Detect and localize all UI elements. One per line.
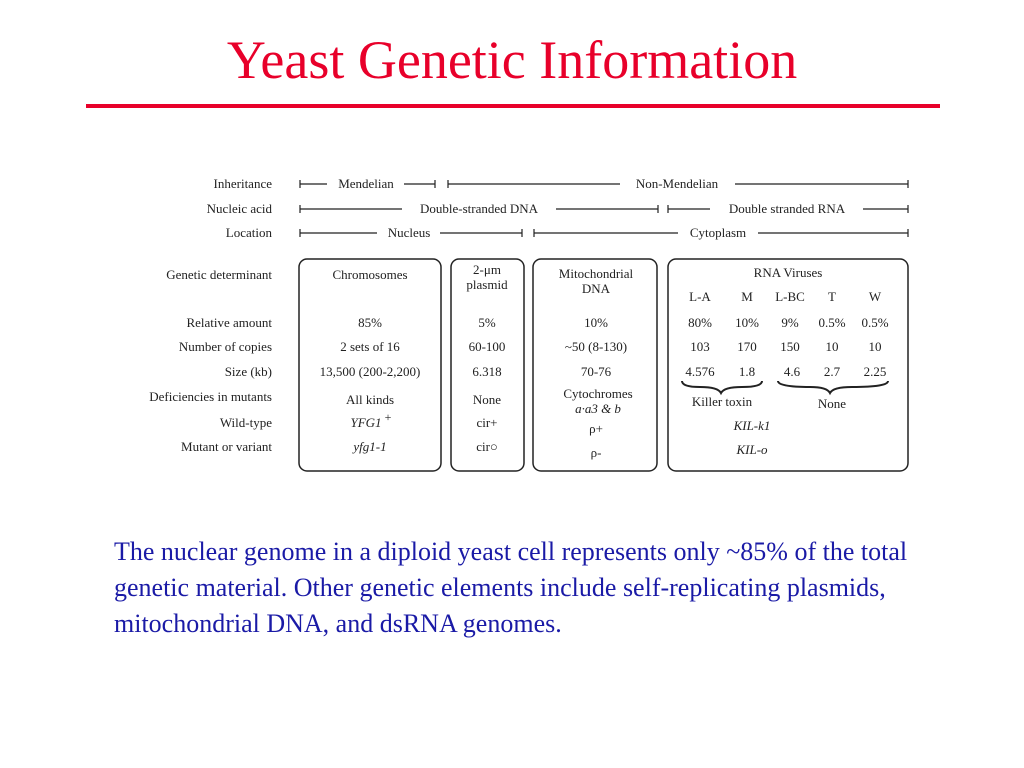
mito-header-line2: DNA [582, 281, 611, 296]
row-label-relative-amount: Relative amount [186, 315, 272, 330]
rna-w-relative-amount: 0.5% [861, 315, 888, 330]
genetic-info-table-figure: Inheritance Nucleic acid Location Geneti… [110, 170, 920, 485]
span-label-double-stranded-dna: Double-stranded DNA [420, 201, 539, 216]
mito-mutant: ρ- [591, 445, 602, 460]
rna-t-relative-amount: 0.5% [818, 315, 845, 330]
title-divider [86, 104, 940, 108]
brace-killer-toxin [681, 380, 763, 396]
plasmid-header-line2: plasmid [466, 277, 508, 292]
rna-col-t: T [828, 289, 836, 304]
rna-col-w: W [869, 289, 882, 304]
plasmid-header-line1: 2-μm [473, 262, 501, 277]
rna-viruses-box [667, 258, 909, 472]
rna-lbc-copies: 150 [780, 339, 800, 354]
mito-deficiencies-line2: a·a3 & b [575, 401, 621, 416]
chromosomes-box [298, 258, 442, 472]
plasmid-box [450, 258, 525, 472]
row-label-deficiencies: Deficiencies in mutants [149, 389, 272, 404]
chromosomes-copies: 2 sets of 16 [340, 339, 400, 354]
brace-none [777, 380, 889, 396]
chromosomes-wild-type: YFG1 [350, 415, 381, 430]
plasmid-copies: 60-100 [469, 339, 506, 354]
mito-copies: ~50 (8-130) [565, 339, 627, 354]
rna-t-size: 2.7 [824, 364, 841, 379]
span-label-non-mendelian: Non-Mendelian [636, 176, 719, 191]
plasmid-relative-amount: 5% [478, 315, 496, 330]
plasmid-deficiencies: None [473, 392, 501, 407]
row-label-inheritance: Inheritance [214, 176, 273, 191]
rna-w-size: 2.25 [864, 364, 887, 379]
rna-lbc-size: 4.6 [784, 364, 801, 379]
body-paragraph: The nuclear genome in a diploid yeast ce… [110, 534, 940, 642]
chromosomes-deficiencies: All kinds [346, 392, 394, 407]
rna-la-relative-amount: 80% [688, 315, 712, 330]
slide-title: Yeast Genetic Information [226, 30, 798, 90]
rna-lbc-relative-amount: 9% [781, 315, 799, 330]
row-label-mutant: Mutant or variant [181, 439, 272, 454]
rna-t-copies: 10 [826, 339, 839, 354]
rna-m-relative-amount: 10% [735, 315, 759, 330]
chromosomes-header: Chromosomes [332, 267, 407, 282]
chromosomes-size: 13,500 (200-2,200) [320, 364, 421, 379]
rna-mutant: KIL-o [735, 442, 768, 457]
rna-header: RNA Viruses [754, 265, 823, 280]
rna-col-la: L-A [689, 289, 711, 304]
row-label-location: Location [226, 225, 273, 240]
rna-deficiencies-none: None [818, 396, 846, 411]
rna-col-m: M [741, 289, 753, 304]
span-label-nucleus: Nucleus [388, 225, 431, 240]
span-label-mendelian: Mendelian [338, 176, 394, 191]
row-label-genetic-determinant: Genetic determinant [166, 267, 272, 282]
mito-deficiencies-line1: Cytochromes [563, 386, 632, 401]
rna-la-copies: 103 [690, 339, 710, 354]
rna-col-lbc: L-BC [775, 289, 805, 304]
rna-m-size: 1.8 [739, 364, 755, 379]
row-label-number-of-copies: Number of copies [179, 339, 272, 354]
rna-w-copies: 10 [869, 339, 882, 354]
chromosomes-relative-amount: 85% [358, 315, 382, 330]
plasmid-size: 6.318 [472, 364, 501, 379]
mito-wild-type: ρ+ [589, 421, 603, 436]
plasmid-mutant: cir○ [476, 439, 498, 454]
mito-relative-amount: 10% [584, 315, 608, 330]
plasmid-wild-type: cir+ [476, 415, 497, 430]
row-label-wild-type: Wild-type [220, 415, 272, 430]
mito-header-line1: Mitochondrial [559, 266, 634, 281]
mitochondrial-box [532, 258, 658, 472]
body-paragraph-text: The nuclear genome in a diploid yeast ce… [114, 537, 908, 638]
chromosomes-wild-type-superscript: + [385, 410, 392, 424]
row-label-nucleic-acid: Nucleic acid [207, 201, 273, 216]
rna-wild-type: KIL-k1 [733, 418, 771, 433]
mito-size: 70-76 [581, 364, 612, 379]
span-label-cytoplasm: Cytoplasm [690, 225, 746, 240]
span-label-double-stranded-rna: Double stranded RNA [729, 201, 846, 216]
rna-deficiencies-killer-toxin: Killer toxin [692, 394, 753, 409]
chromosomes-mutant: yfg1-1 [351, 439, 386, 454]
rna-la-size: 4.576 [685, 364, 715, 379]
row-label-size: Size (kb) [225, 364, 272, 379]
rna-m-copies: 170 [737, 339, 757, 354]
